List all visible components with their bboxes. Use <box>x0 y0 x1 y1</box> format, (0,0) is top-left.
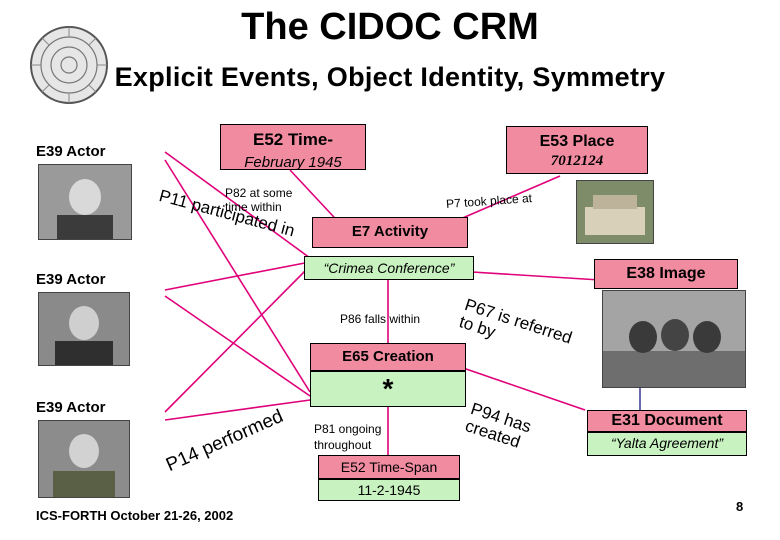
place-photo <box>576 180 654 244</box>
disc-logo-icon <box>30 26 108 104</box>
actor-photo-1 <box>38 164 132 240</box>
timespan-top-label: E52 Time- <box>252 130 333 149</box>
page-title: The CIDOC CRM <box>241 6 539 48</box>
footer-credit: ICS-FORTH October 21-26, 2002 <box>36 508 234 523</box>
timespan-top-value: February 1945 <box>244 154 342 171</box>
timespan-bottom-label: E52 Time-Span <box>340 459 438 475</box>
document-node: E31 Document <box>587 410 747 432</box>
link-actor3-creation <box>164 399 311 421</box>
page-number: 8 <box>736 499 744 514</box>
activity-node: E7 Activity <box>312 217 468 248</box>
actor-photo-3 <box>38 420 130 498</box>
activity-value-box: “Crimea Conference” <box>304 256 474 280</box>
link-actor1-activity <box>164 151 311 259</box>
relation-p86: P86 falls within <box>340 312 421 326</box>
image-label: E38 Image <box>626 265 706 282</box>
document-value-box: “Yalta Agreement” <box>587 432 747 456</box>
timespan-bottom-node: E52 Time-Span <box>318 455 460 479</box>
creation-node: E65 Creation <box>310 343 466 371</box>
image-node: E38 Image <box>594 259 738 289</box>
creation-label: E65 Creation <box>342 348 434 365</box>
link-actor1-creation <box>164 159 311 393</box>
actor-label-1: E39 Actor <box>36 143 106 160</box>
place-node: E53 Place 7012124 <box>506 126 648 174</box>
place-label: E53 Place <box>539 133 615 150</box>
link-actor3-activity <box>164 265 311 413</box>
creation-value: * <box>382 373 394 404</box>
place-value: 7012124 <box>550 153 604 169</box>
actor-label-2: E39 Actor <box>36 271 106 288</box>
activity-value: “Crimea Conference” <box>323 260 455 276</box>
actor-label-3: E39 Actor <box>36 399 106 416</box>
timespan-bottom-value: 11-2-1945 <box>357 482 421 498</box>
relation-p82: P82 at some time within <box>225 186 293 214</box>
relation-p81: P81 ongoing throughout <box>314 422 382 452</box>
link-actor2-creation <box>164 295 311 397</box>
document-label: E31 Document <box>611 412 723 429</box>
timespan-bottom-value-box: 11-2-1945 <box>318 479 460 501</box>
activity-label: E7 Activity <box>351 223 429 240</box>
creation-value-box: * <box>310 371 466 407</box>
actor-photo-2 <box>38 292 130 366</box>
page-subtitle: Explicit Events, Object Identity, Symmet… <box>114 62 666 92</box>
timespan-top-node: E52 Time- February 1945 <box>220 124 366 171</box>
image-photo <box>602 290 746 388</box>
document-value: “Yalta Agreement” <box>610 435 724 451</box>
